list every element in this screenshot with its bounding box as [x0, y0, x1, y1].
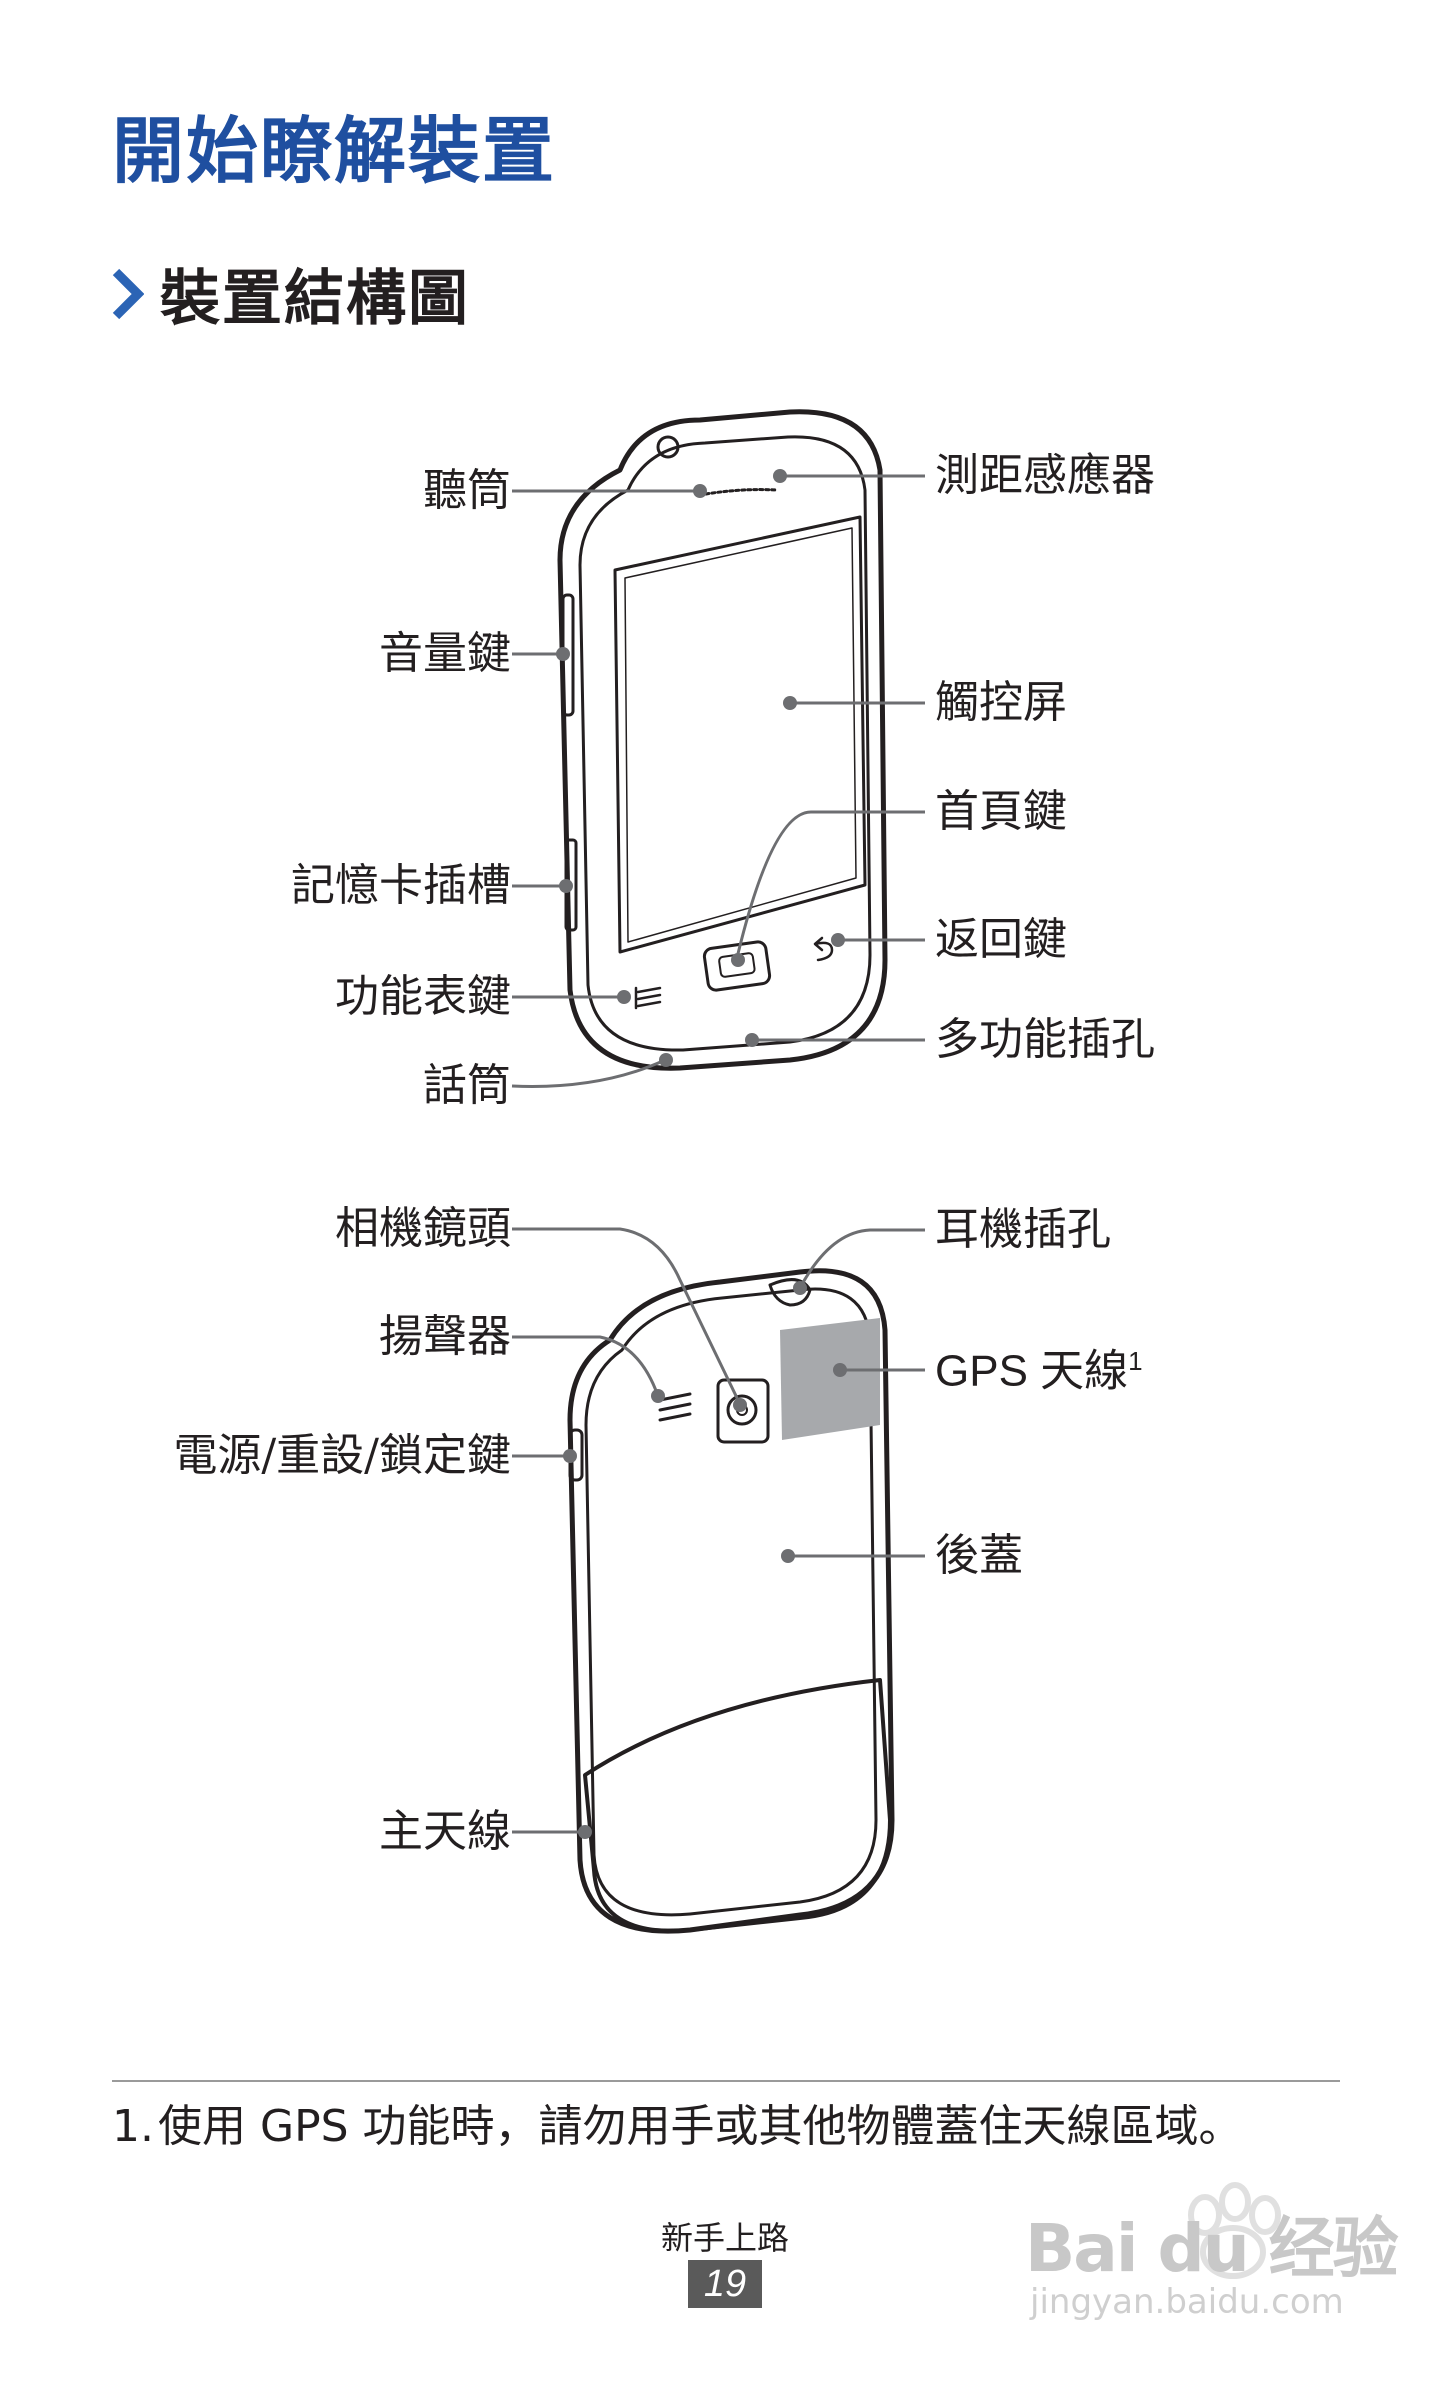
watermark-url: jingyan.baidu.com: [1030, 2282, 1344, 2322]
label-menu-key: 功能表鍵: [335, 975, 511, 1019]
callout-dots: [556, 469, 847, 1839]
chapter-name: 新手上路: [600, 2213, 850, 2259]
footnote-divider: [112, 2080, 1340, 2082]
label-power-key: 電源/重設/鎖定鍵: [173, 1434, 511, 1478]
footnote-text: 使用 GPS 功能時，請勿用手或其他物體蓋住天線區域。: [158, 2095, 1278, 2159]
label-mouthpiece: 話筒: [423, 1064, 511, 1108]
label-touch-screen: 觸控屏: [935, 681, 1067, 725]
label-volume-key: 音量鍵: [379, 632, 511, 676]
phone-front-view: [560, 412, 885, 1068]
watermark-brand: Bai du 经验: [1025, 2195, 1397, 2291]
footnote-mark: 1: [1128, 1346, 1142, 1376]
footnote-number: 1.: [112, 2095, 154, 2159]
label-speaker: 揚聲器: [379, 1315, 511, 1359]
label-earpiece: 聽筒: [423, 469, 511, 513]
label-main-antenna: 主天線: [379, 1810, 511, 1854]
label-multifunction-jack: 多功能插孔: [935, 1018, 1155, 1062]
label-home-key: 首頁鍵: [935, 790, 1067, 834]
label-back-cover: 後蓋: [935, 1534, 1023, 1578]
label-headset-jack: 耳機插孔: [935, 1208, 1111, 1252]
gps-antenna-area: [780, 1318, 880, 1440]
label-gps-antenna: GPS 天線1: [935, 1348, 1143, 1394]
label-camera-lens: 相機鏡頭: [335, 1207, 511, 1251]
label-memory-card-slot: 記憶卡插槽: [291, 864, 511, 908]
page-number: 19: [688, 2260, 762, 2308]
label-proximity-sensor: 測距感應器: [935, 454, 1155, 498]
label-back-key: 返回鍵: [935, 918, 1067, 962]
